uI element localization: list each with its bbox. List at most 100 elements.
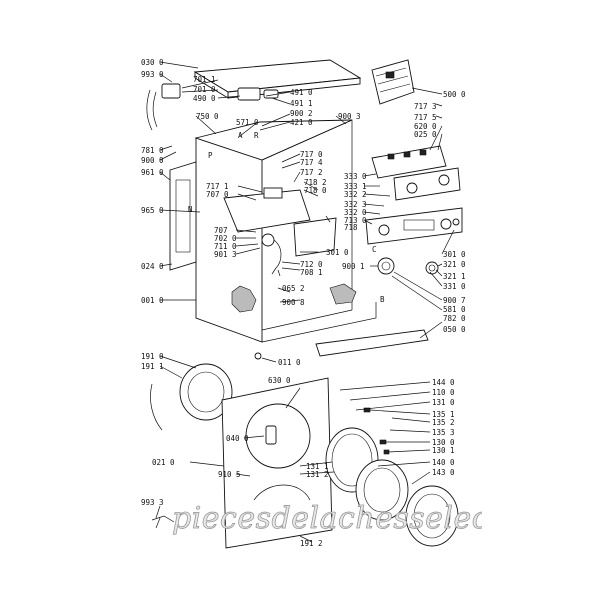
label-140-0: 140 0	[432, 458, 455, 467]
label-717-5: 717 5	[414, 113, 437, 122]
label-712-0: 712 0	[300, 260, 323, 269]
label-717-4: 717 4	[300, 158, 323, 167]
label-144-0: 144 0	[432, 378, 455, 387]
label-630-0: 630 0	[268, 376, 291, 385]
label-900-3: 900 3	[338, 112, 361, 121]
label-421-0: 421 0	[290, 118, 313, 127]
label-021-0: 021 0	[152, 458, 175, 467]
marker-n: N	[188, 205, 193, 214]
label-110-0: 110 0	[432, 388, 455, 397]
label-065-2: 065 2	[282, 284, 305, 293]
marker-r: R	[254, 131, 259, 140]
water-valve	[161, 83, 181, 99]
label-332-0: 332 0	[344, 208, 367, 217]
label-717-3: 717 3	[414, 102, 437, 111]
back-frame	[169, 161, 197, 271]
label-717-0: 717 0	[300, 150, 323, 159]
label-965-0: 965 0	[141, 206, 164, 215]
label-024-0: 024 0	[141, 262, 164, 271]
control-board	[371, 59, 415, 105]
label-135-3: 135 3	[432, 428, 455, 437]
label-130-0: 130 0	[432, 438, 455, 447]
label-321-1: 321 1	[443, 272, 466, 281]
label-620-0: 620 0	[414, 122, 437, 131]
label-030-0: 030 0	[141, 58, 164, 67]
top-lid-side	[194, 71, 229, 99]
label-333-1: 333 1	[344, 182, 367, 191]
label-900-1: 900 1	[342, 262, 365, 271]
label-901-3: 901 3	[214, 250, 237, 259]
exploded-parts-diagram: 030 0 993 0 701 1 701 0 490 0 491 0 491 …	[120, 48, 482, 560]
label-961-0: 961 0	[141, 168, 164, 177]
label-900-0: 900 0	[141, 156, 164, 165]
label-717-1: 717 1	[206, 182, 229, 191]
marker-c: C	[372, 245, 377, 254]
label-993-3: 993 3	[141, 498, 164, 507]
label-900-8: 900 8	[282, 298, 305, 307]
label-707-0: 707 0	[206, 190, 229, 199]
wrench-tool	[151, 515, 175, 529]
knob-left	[377, 257, 395, 275]
label-331-0: 331 0	[443, 282, 466, 291]
porthole-opening	[245, 403, 311, 469]
label-135-2: 135 2	[432, 418, 455, 427]
label-011-0: 011 0	[278, 358, 301, 367]
leader-lines	[155, 61, 455, 543]
label-707: 707	[214, 226, 228, 235]
label-321-0: 321 0	[443, 260, 466, 269]
label-040-0: 040 0	[226, 434, 249, 443]
label-332-3: 332 3	[344, 200, 367, 209]
label-135-1: 135 1	[432, 410, 455, 419]
control-panel-frame	[371, 145, 447, 179]
label-301-0-center: 301 0	[326, 248, 349, 257]
detergent-drawer	[293, 217, 337, 257]
label-001-0: 001 0	[141, 296, 164, 305]
label-490-0: 490 0	[193, 94, 216, 103]
pressure-switch	[237, 87, 261, 101]
label-131-2: 131 2	[306, 470, 329, 479]
label-131-1: 131 1	[306, 462, 329, 471]
label-717-2: 717 2	[300, 168, 323, 177]
label-900-7: 900 7	[443, 296, 466, 305]
label-781-0: 781 0	[141, 146, 164, 155]
label-782-0-visible: 782 0	[443, 314, 466, 323]
label-910-5: 910 5	[218, 470, 241, 479]
label-131-0: 131 0	[432, 398, 455, 407]
marker-a: A	[238, 131, 243, 140]
watermark-text: piecesdelachesselec.com	[172, 501, 482, 536]
label-701-1: 701 1	[193, 75, 216, 84]
label-718: 718	[344, 223, 358, 232]
label-581-0: 581 0	[443, 305, 466, 314]
label-702-0: 702 0	[214, 234, 237, 243]
label-333-0: 333 0	[344, 172, 367, 181]
label-900-2: 900 2	[290, 109, 313, 118]
label-701-0: 701 0	[193, 85, 216, 94]
label-143-0: 143 0	[432, 468, 455, 477]
label-050-0: 050 0	[443, 325, 466, 334]
label-708-1: 708 1	[300, 268, 323, 277]
label-130-1: 130 1	[432, 446, 455, 455]
label-491-0: 491 0	[290, 88, 313, 97]
label-571-0: 571 0	[236, 118, 259, 127]
front-panel	[365, 207, 463, 245]
label-718-2: 718 2	[304, 178, 327, 187]
label-993-0: 993 0	[141, 70, 164, 79]
kickplate	[315, 329, 429, 357]
label-718-0: 718 0	[304, 186, 327, 195]
label-301-0-right: 301 0	[443, 250, 466, 259]
marker-b: B	[380, 295, 385, 304]
label-491-1: 491 1	[290, 99, 313, 108]
label-713-0: 713 0	[344, 216, 367, 225]
label-711-0: 711 0	[214, 242, 237, 251]
label-500-0: 500 0	[443, 90, 466, 99]
label-750-0: 750 0	[196, 112, 219, 121]
label-191-0: 191 0	[141, 352, 164, 361]
knob-right	[425, 261, 439, 275]
label-332-2: 332 2	[344, 190, 367, 199]
label-025-0: 025 0	[414, 130, 437, 139]
label-191-2: 191 2	[300, 539, 323, 548]
label-191-1: 191 1	[141, 362, 164, 371]
marker-p: P	[208, 151, 213, 160]
diagram-canvas: 030 0 993 0 701 1 701 0 490 0 491 0 491 …	[141, 58, 482, 549]
part-number-labels: 030 0 993 0 701 1 701 0 490 0 491 0 491 …	[141, 58, 466, 548]
